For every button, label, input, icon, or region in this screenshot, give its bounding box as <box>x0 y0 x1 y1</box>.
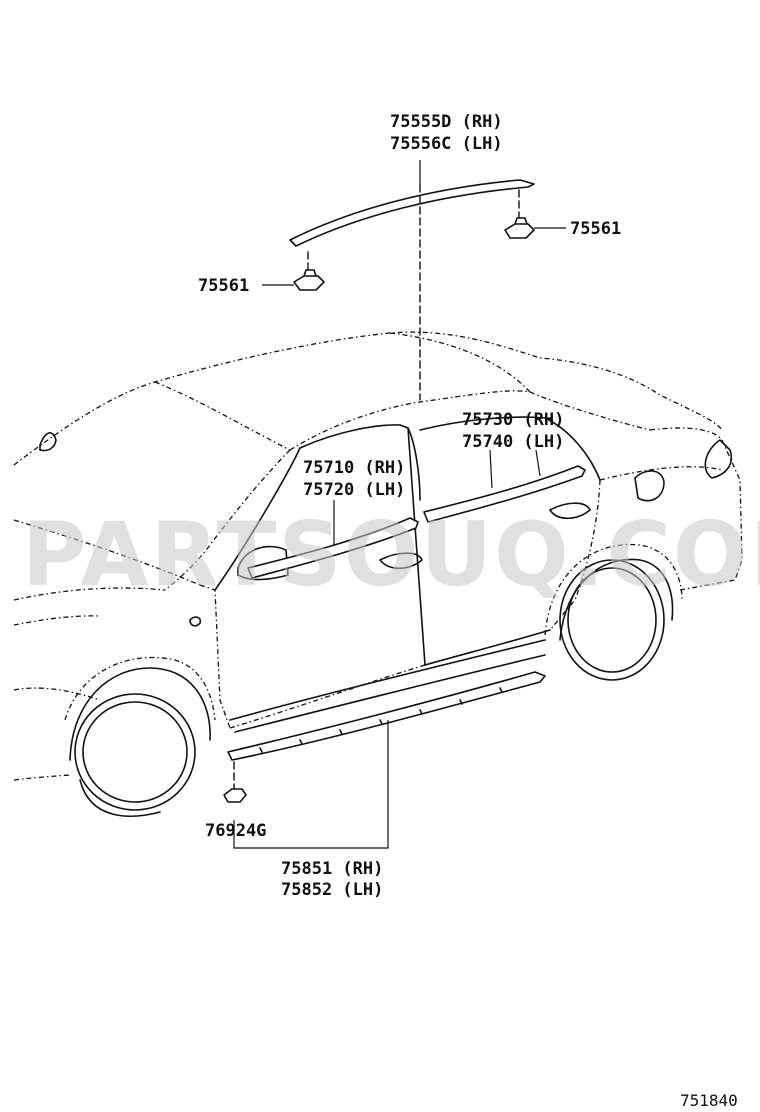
label-front-belt-molding-lh: 75720 (LH) <box>303 480 405 500</box>
roof-drip-molding <box>289 179 535 247</box>
label-front-belt-molding-rh: 75710 (RH) <box>303 458 405 478</box>
label-rocker-clip: 76924G <box>205 821 266 841</box>
roof-clip-left <box>293 269 325 291</box>
front-door-belt-molding <box>247 517 419 579</box>
rocker-panel-molding <box>227 671 546 761</box>
roof-clip-right <box>504 217 535 239</box>
diagram-id: 751840 <box>680 1091 738 1110</box>
label-rocker-molding-lh: 75852 (LH) <box>281 880 383 900</box>
rear-wheel <box>544 543 683 681</box>
rear-door-belt-molding <box>423 465 586 523</box>
watermark: PARTSOUQ.COM <box>22 503 760 606</box>
rocker-clip <box>223 788 247 803</box>
label-rear-belt-molding-rh: 75730 (RH) <box>462 410 564 430</box>
label-roof-molding-lh: 75556C (LH) <box>390 134 503 154</box>
label-roof-clip-left: 75561 <box>198 276 249 296</box>
front-wheel <box>64 656 216 817</box>
label-rear-belt-molding-lh: 75740 (LH) <box>462 432 564 452</box>
label-rocker-molding-rh: 75851 (RH) <box>281 859 383 879</box>
label-roof-molding-rh: 75555D (RH) <box>390 112 503 132</box>
label-roof-clip-right: 75561 <box>570 219 621 239</box>
car-body-outline <box>13 331 743 817</box>
